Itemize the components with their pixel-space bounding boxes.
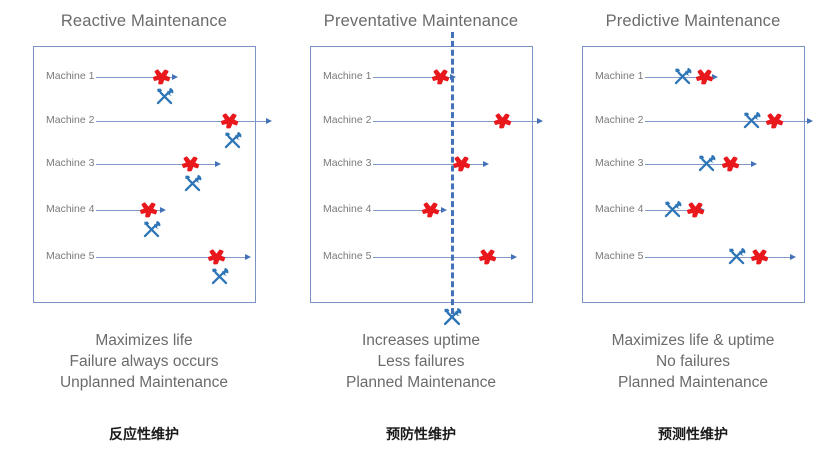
machine-label: Machine 3 xyxy=(595,157,644,169)
timeline-arrow xyxy=(96,254,251,260)
timeline-arrow xyxy=(645,74,718,80)
machine-label: Machine 2 xyxy=(323,114,372,126)
machine-label: Machine 3 xyxy=(323,157,372,169)
red-x-icon xyxy=(721,154,740,173)
machine-label: Machine 5 xyxy=(595,250,644,262)
panel-caption: Maximizes life Failure always occurs Unp… xyxy=(10,330,278,393)
wrench-screwdriver-icon xyxy=(696,153,717,174)
wrench-screwdriver-icon xyxy=(154,86,175,107)
red-x-icon xyxy=(478,247,497,266)
machine-label: Machine 3 xyxy=(46,157,95,169)
timeline-arrow xyxy=(373,161,489,167)
panel-chart-box: Machine 1 Machine 2 Machine 3 Machine 4 Mach… xyxy=(310,46,543,303)
panel-title: Predictive Maintenance xyxy=(605,12,781,30)
timeline-arrow xyxy=(96,118,272,124)
wrench-screwdriver-icon xyxy=(726,246,747,267)
caption-line-2: No failures xyxy=(655,353,731,370)
timeline-arrow xyxy=(645,161,757,167)
caption-line-1: Increases uptime xyxy=(361,332,481,349)
red-x-icon xyxy=(686,200,705,219)
caption-line-1: Maximizes life xyxy=(95,332,193,349)
red-x-icon xyxy=(220,111,239,130)
panel-caption-chinese: 预防性维护 xyxy=(386,426,456,442)
wrench-screwdriver-icon xyxy=(209,266,230,287)
panel-title: Reactive Maintenance xyxy=(60,12,228,30)
caption-line-3: Planned Maintenance xyxy=(618,374,768,391)
timeline-arrow xyxy=(96,161,221,167)
caption-line-2: Less failures xyxy=(377,353,465,370)
panel-chart-box: Machine 1 Machine 2 Machine 3 Machine 4 Mach… xyxy=(582,46,813,303)
machine-label: Machine 4 xyxy=(595,203,644,215)
red-x-icon xyxy=(431,67,450,86)
timeline-arrow xyxy=(645,254,796,260)
panel-caption-chinese: 反应性维护 xyxy=(109,426,179,442)
panel-chart-box: Machine 1 Machine 2 Machine 3 Machine 4 Mach… xyxy=(33,46,272,303)
machine-label: Machine 2 xyxy=(46,114,95,126)
wrench-screwdriver-icon xyxy=(672,66,693,87)
red-x-icon xyxy=(207,247,226,266)
wrench-screwdriver-icon xyxy=(441,306,463,328)
caption-line-3: Planned Maintenance xyxy=(346,374,496,391)
caption-line-1: Maximizes life & uptime xyxy=(611,332,775,349)
wrench-screwdriver-icon xyxy=(741,110,762,131)
dashed-threshold-line xyxy=(451,32,454,314)
machine-label: Machine 2 xyxy=(595,114,644,126)
wrench-screwdriver-icon xyxy=(662,199,683,220)
red-x-icon xyxy=(181,154,200,173)
panel-caption: Increases uptime Less failures Planned M… xyxy=(287,330,555,393)
red-x-icon xyxy=(765,111,784,130)
red-x-icon xyxy=(152,67,171,86)
timeline-arrow xyxy=(373,118,543,124)
timeline-arrow xyxy=(373,207,447,213)
wrench-screwdriver-icon xyxy=(222,130,243,151)
machine-label: Machine 5 xyxy=(46,250,95,262)
red-x-icon xyxy=(493,111,512,130)
red-x-icon xyxy=(139,200,158,219)
timeline-arrow xyxy=(96,207,166,213)
red-x-icon xyxy=(750,247,769,266)
red-x-icon xyxy=(421,200,440,219)
timeline-arrow xyxy=(373,254,517,260)
timeline-arrow xyxy=(645,118,813,124)
panel-caption-chinese: 预测性维护 xyxy=(658,426,728,442)
machine-label: Machine 5 xyxy=(323,250,372,262)
caption-line-2: Failure always occurs xyxy=(69,353,219,370)
wrench-screwdriver-icon xyxy=(141,219,162,240)
machine-label: Machine 4 xyxy=(46,203,95,215)
machine-label: Machine 1 xyxy=(323,70,372,82)
caption-line-3: Unplanned Maintenance xyxy=(59,374,229,391)
machine-label: Machine 4 xyxy=(323,203,372,215)
wrench-screwdriver-icon xyxy=(182,173,203,194)
timeline-arrow xyxy=(96,74,178,80)
red-x-icon xyxy=(695,67,714,86)
machine-label: Machine 1 xyxy=(46,70,95,82)
panel-title: Preventative Maintenance xyxy=(323,12,519,30)
red-x-icon xyxy=(452,154,471,173)
panel-caption: Maximizes life & uptime No failures Plan… xyxy=(559,330,827,393)
machine-label: Machine 1 xyxy=(595,70,644,82)
